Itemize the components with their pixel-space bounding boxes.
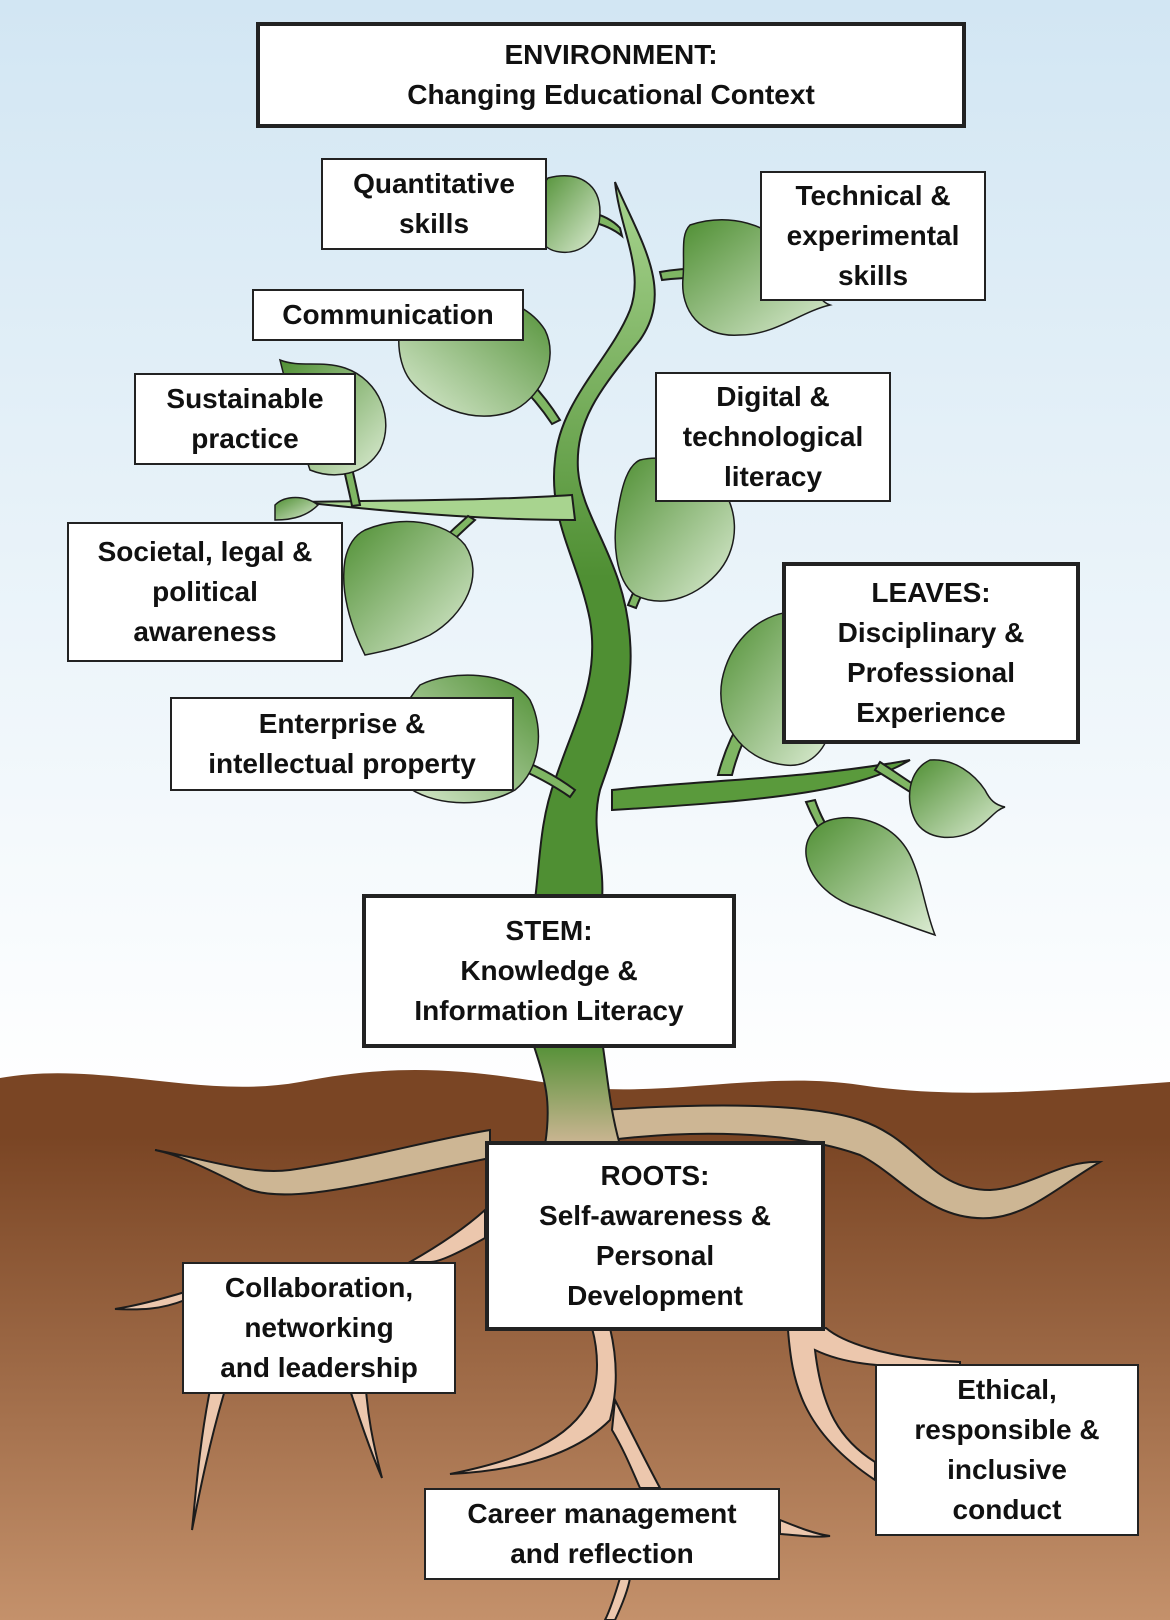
leaf-label-quantitative-skills: Quantitative skills <box>321 158 547 250</box>
label-line: Sustainable <box>166 383 324 414</box>
leaf-label-digital-technological-literacy: Digital & technological literacy <box>655 372 891 502</box>
label-line: Societal, legal & <box>97 536 313 567</box>
label-line: Career management <box>467 1498 737 1529</box>
leaf-label-sustainable-practice: Sustainable practice <box>134 373 356 465</box>
leaf-societal-small <box>274 496 320 521</box>
label-line: practice <box>191 423 299 454</box>
root-right-upper <box>598 1104 1104 1220</box>
label-line: Experience <box>856 697 1006 728</box>
branch-right-lower <box>611 759 911 812</box>
label-line: and reflection <box>510 1538 694 1569</box>
leaf-lower-right <box>805 816 937 937</box>
roots-heading: ROOTS: <box>600 1160 710 1191</box>
upper-roots <box>154 1104 1104 1220</box>
environment-box: ENVIRONMENT: Changing Educational Contex… <box>256 22 966 128</box>
label-line: Development <box>567 1280 743 1311</box>
root-left-upper <box>154 1128 491 1196</box>
root-collaboration-left <box>114 1290 186 1311</box>
label-line: skills <box>837 260 909 291</box>
label-line: Self-awareness & <box>539 1200 771 1231</box>
label-line: Collaboration, <box>224 1272 414 1303</box>
label-line: Personal <box>595 1240 715 1271</box>
label-line: Professional <box>846 657 1016 688</box>
root-collaboration-down-right <box>348 1389 383 1479</box>
leaf-label-technical-experimental-skills: Technical & experimental skills <box>760 171 986 301</box>
root-label-ethical-responsible-inclusive-conduct: Ethical, responsible & inclusive conduct <box>875 1364 1139 1536</box>
label-line: Quantitative <box>353 168 515 199</box>
roots-main-box: ROOTS: Self-awareness & Personal Develop… <box>485 1141 825 1331</box>
label-line: experimental <box>786 220 960 251</box>
label-line: literacy <box>723 461 823 492</box>
leaves-main-box: LEAVES: Disciplinary & Professional Expe… <box>782 562 1080 744</box>
label-line: Communication <box>282 299 494 330</box>
root-collaboration-down-left <box>191 1389 227 1531</box>
leaf-societal <box>342 520 474 656</box>
label-line: conduct <box>952 1494 1062 1525</box>
label-line: intellectual property <box>208 748 476 779</box>
environment-heading: ENVIRONMENT: <box>504 39 718 70</box>
root-career-bottom <box>603 1577 632 1620</box>
leaves-heading: LEAVES: <box>871 577 991 608</box>
label-line: technological <box>682 421 864 452</box>
leaf-label-enterprise-intellectual-property: Enterprise & intellectual property <box>170 697 514 791</box>
label-line: networking <box>244 1312 394 1343</box>
leaf-right-small <box>908 759 1006 839</box>
environment-subtitle: Changing Educational Context <box>407 79 815 110</box>
label-line: Disciplinary & <box>837 617 1025 648</box>
stem-heading: STEM: <box>505 915 593 946</box>
label-line: Ethical, <box>957 1374 1057 1405</box>
leaf-label-societal-legal-political-awareness: Societal, legal & political awareness <box>67 522 343 662</box>
stem-main-box: STEM: Knowledge & Information Literacy <box>362 894 736 1048</box>
label-line: Technical & <box>795 180 951 211</box>
label-line: Knowledge & <box>460 955 638 986</box>
leaf-label-communication: Communication <box>252 289 524 341</box>
root-career-right <box>779 1518 831 1538</box>
label-line: awareness <box>133 616 277 647</box>
label-line: political <box>152 576 258 607</box>
label-line: skills <box>398 208 470 239</box>
label-line: Enterprise & <box>258 708 426 739</box>
leaves-group <box>274 175 1006 937</box>
label-line: Information Literacy <box>414 995 684 1026</box>
root-label-collaboration-networking-leadership: Collaboration, networking and leadership <box>182 1262 456 1394</box>
label-line: Digital & <box>716 381 830 412</box>
label-line: responsible & <box>914 1414 1100 1445</box>
label-line: inclusive <box>947 1454 1067 1485</box>
label-line: and leadership <box>220 1352 418 1383</box>
root-label-career-management-reflection: Career management and reflection <box>424 1488 780 1580</box>
root-career <box>449 1327 617 1475</box>
